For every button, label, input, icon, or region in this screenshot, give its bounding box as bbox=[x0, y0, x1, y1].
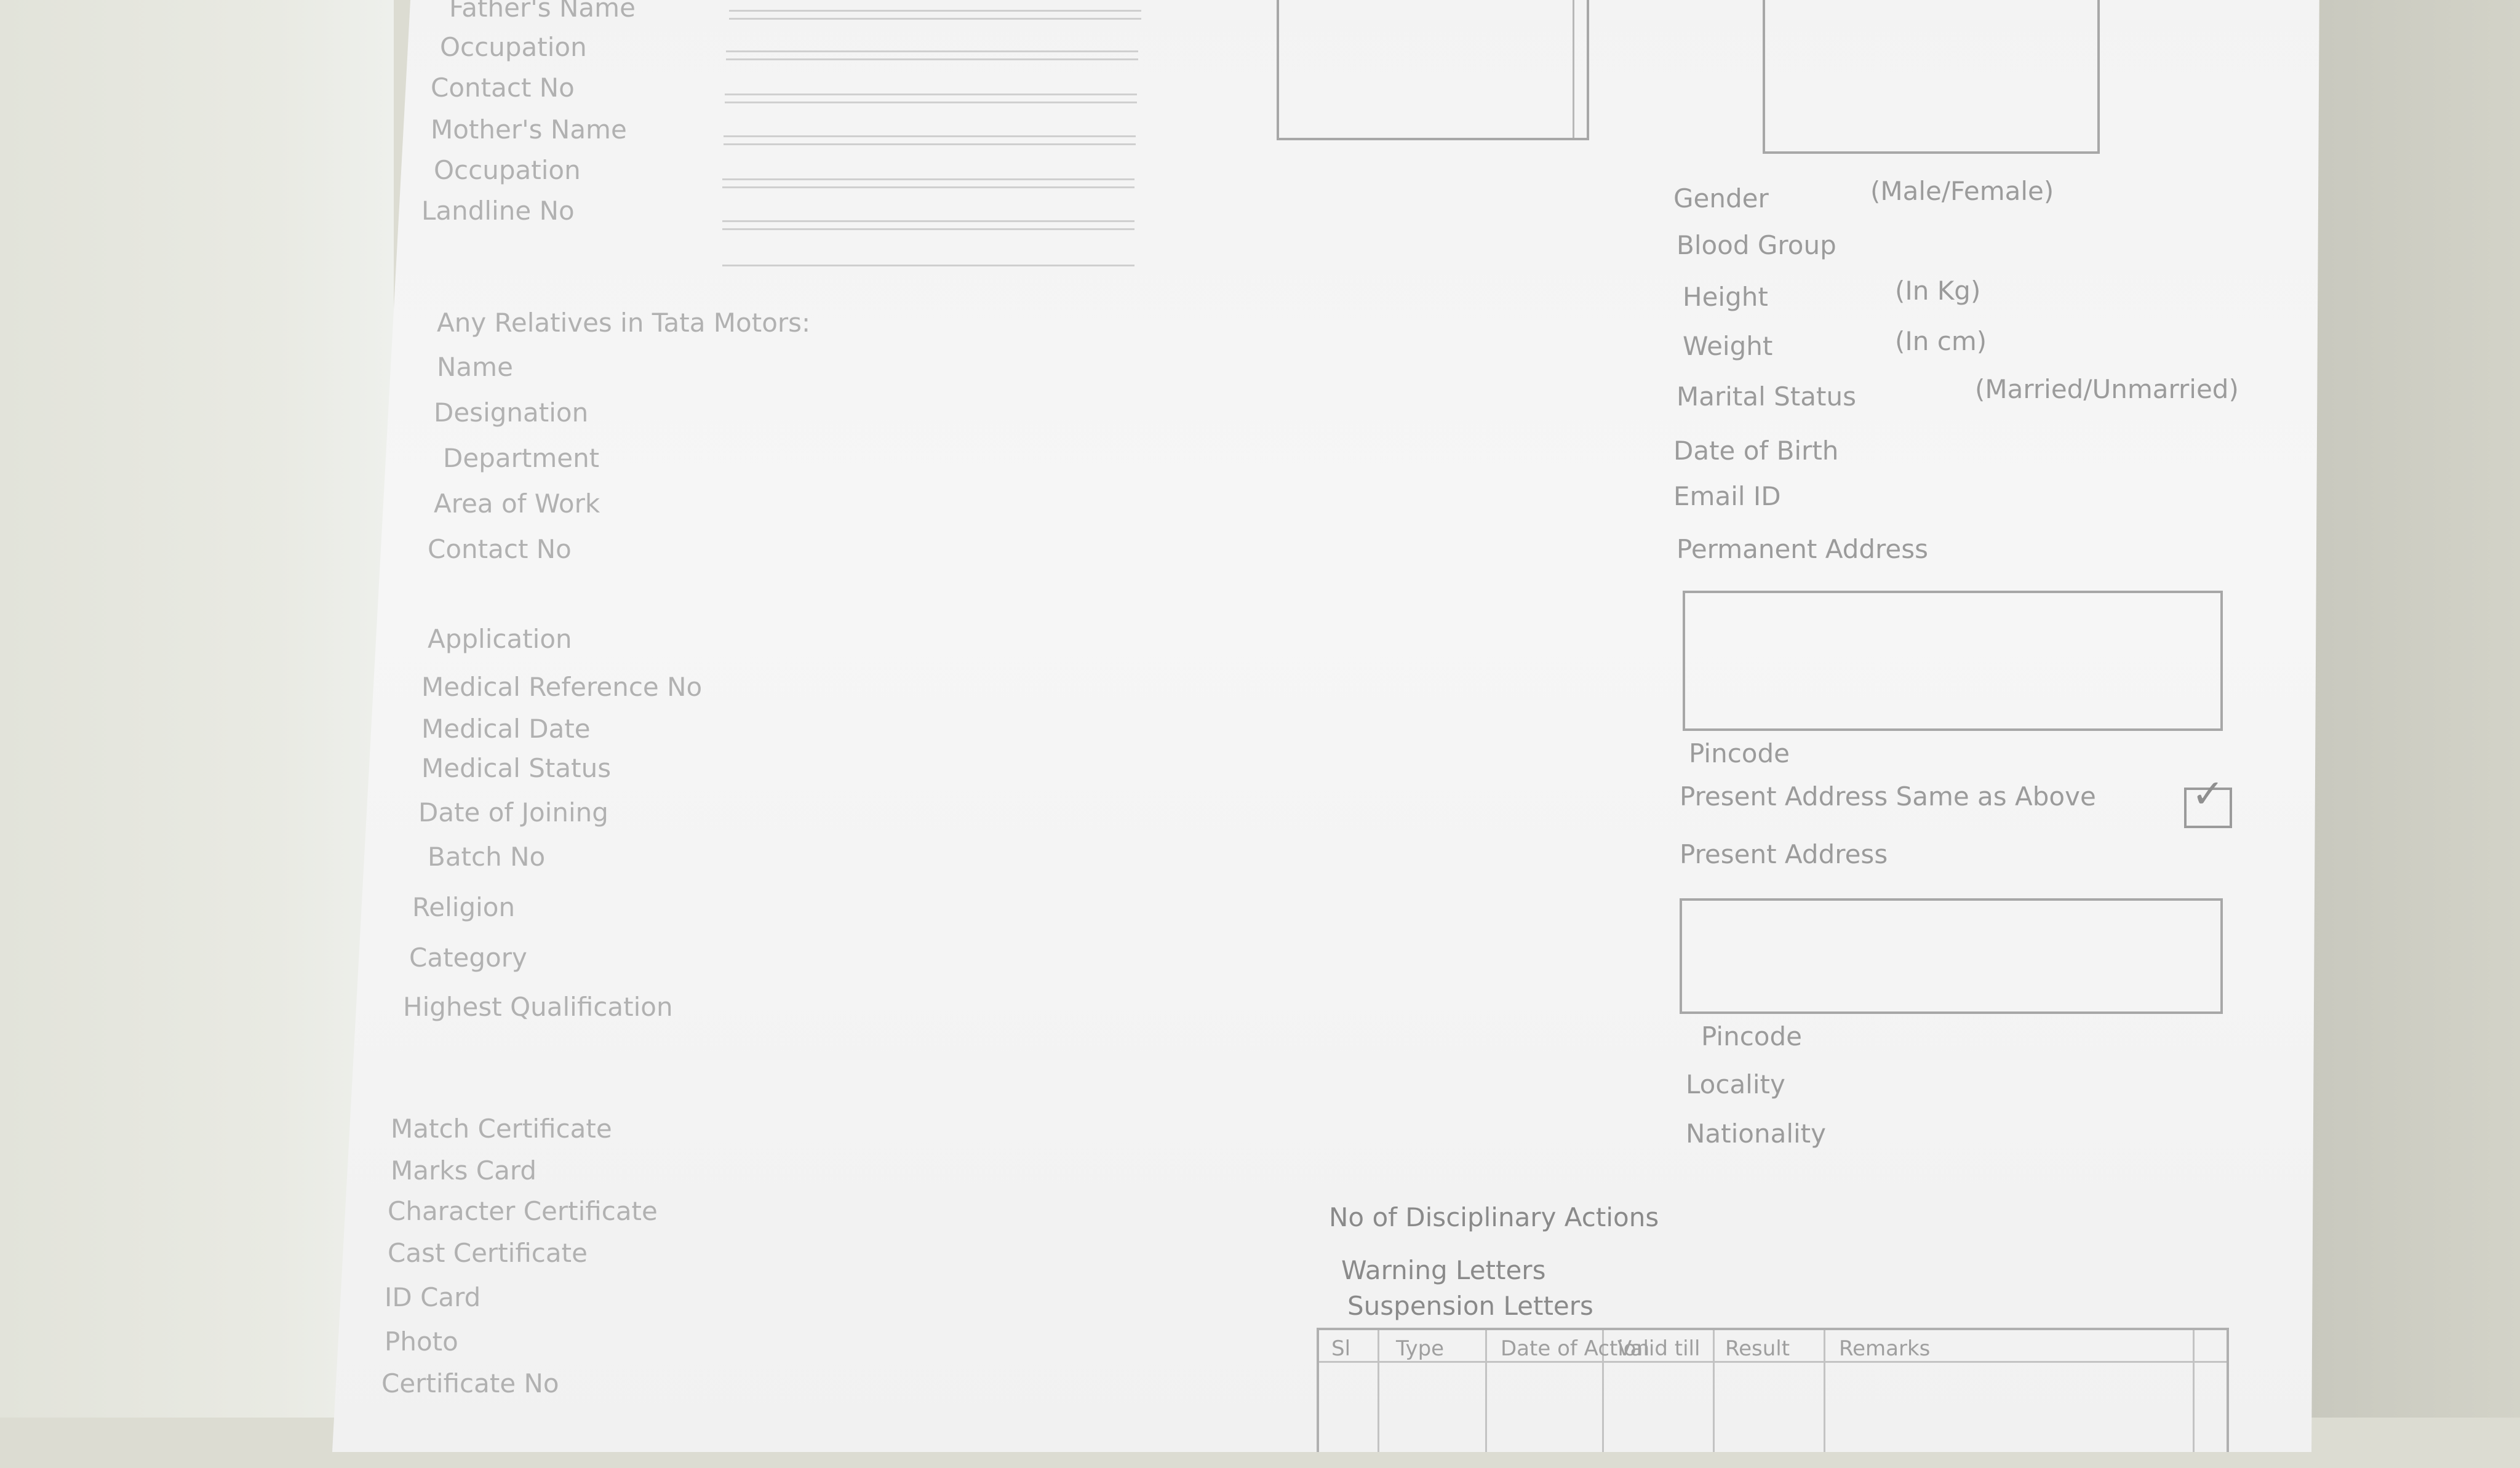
label-application: Application bbox=[428, 624, 572, 654]
permanent-address-box[interactable] bbox=[1683, 591, 2223, 731]
doc-marks-card: Marks Card bbox=[391, 1155, 537, 1186]
table-col-divider bbox=[1602, 1330, 1604, 1452]
label-weight: Weight bbox=[1683, 331, 1773, 361]
label-religion: Religion bbox=[412, 892, 516, 922]
relatives-designation: Designation bbox=[434, 397, 589, 428]
ruled-line bbox=[729, 10, 1141, 20]
label-marital-status: Marital Status bbox=[1677, 381, 1856, 412]
hint-weight: (In cm) bbox=[1895, 326, 1987, 356]
doc-match-certificate: Match Certificate bbox=[391, 1114, 612, 1144]
warning-letters: Warning Letters bbox=[1341, 1255, 1546, 1285]
label-same-as-above: Present Address Same as Above bbox=[1680, 781, 2096, 812]
relatives-department: Department bbox=[443, 443, 600, 473]
label-pincode-1: Pincode bbox=[1689, 738, 1790, 768]
ruled-line bbox=[724, 135, 1136, 145]
table-header-valid-till: Valid till bbox=[1617, 1336, 1701, 1361]
label-highest-qualification: Highest Qualification bbox=[403, 992, 673, 1022]
hint-height: (In Kg) bbox=[1895, 276, 1981, 306]
table-col-divider bbox=[1485, 1330, 1487, 1452]
check-mark-icon: ✓ bbox=[2191, 772, 2225, 817]
relatives-heading: Any Relatives in Tata Motors: bbox=[437, 308, 811, 338]
label-batch-no: Batch No bbox=[428, 842, 546, 872]
doc-id-card: ID Card bbox=[385, 1282, 481, 1312]
label-father-name: Father's Name bbox=[449, 0, 636, 23]
label-date-of-joining: Date of Joining bbox=[418, 797, 608, 828]
label-occupation-1: Occupation bbox=[440, 32, 587, 62]
ruled-line bbox=[722, 265, 1134, 273]
relatives-contact-no: Contact No bbox=[428, 534, 572, 564]
hint-gender: (Male/Female) bbox=[1870, 176, 2054, 206]
label-mother-name: Mother's Name bbox=[431, 114, 627, 145]
table-header-type: Type bbox=[1396, 1336, 1445, 1361]
label-locality: Locality bbox=[1686, 1069, 1785, 1099]
label-medical-status: Medical Status bbox=[421, 753, 612, 783]
label-blood-group: Blood Group bbox=[1677, 230, 1836, 260]
table-header-sl: Sl bbox=[1331, 1336, 1351, 1361]
label-contact-no: Contact No bbox=[431, 73, 575, 103]
table-col-divider bbox=[1824, 1330, 1825, 1452]
ruled-line bbox=[722, 220, 1134, 230]
label-category: Category bbox=[409, 943, 527, 973]
label-permanent-address: Permanent Address bbox=[1677, 534, 1929, 564]
doc-character-certificate: Character Certificate bbox=[388, 1196, 658, 1226]
list-box-scrollbar bbox=[1573, 0, 1574, 138]
right-background bbox=[2286, 0, 2520, 1418]
list-box bbox=[1277, 0, 1589, 140]
doc-certificate-no: Certificate No bbox=[381, 1368, 559, 1398]
same-as-above-checkbox[interactable]: ✓ bbox=[2184, 772, 2232, 828]
suspension-letters: Suspension Letters bbox=[1347, 1291, 1593, 1321]
label-present-address: Present Address bbox=[1680, 839, 1888, 869]
table-header-remarks: Remarks bbox=[1839, 1336, 1931, 1361]
present-address-box[interactable] bbox=[1680, 898, 2223, 1014]
hint-marital-status: (Married/Unmarried) bbox=[1975, 374, 2239, 404]
label-gender: Gender bbox=[1673, 183, 1769, 213]
photo-box bbox=[1763, 0, 2100, 154]
ruled-line bbox=[726, 50, 1138, 60]
table-header-result: Result bbox=[1725, 1336, 1790, 1361]
table-scrollbar-divider bbox=[2193, 1330, 2195, 1452]
paper-sheet: Father's Name Occupation Contact No Moth… bbox=[332, 0, 2319, 1452]
label-nationality: Nationality bbox=[1686, 1119, 1827, 1149]
relatives-area-of-work: Area of Work bbox=[434, 489, 600, 519]
table-col-divider bbox=[1713, 1330, 1715, 1452]
label-pincode-2: Pincode bbox=[1701, 1021, 1802, 1051]
doc-photo: Photo bbox=[385, 1326, 458, 1357]
disciplinary-table: Sl Type Date of Action Valid till Result… bbox=[1317, 1328, 2229, 1452]
label-landline-no: Landline No bbox=[421, 196, 575, 226]
label-medical-date: Medical Date bbox=[421, 714, 591, 744]
label-medical-ref: Medical Reference No bbox=[421, 672, 703, 702]
table-col-divider bbox=[1378, 1330, 1379, 1452]
table-header-date: Date of Action bbox=[1501, 1336, 1650, 1361]
label-email-id: Email ID bbox=[1673, 481, 1781, 511]
ruled-line bbox=[725, 94, 1137, 103]
disciplinary-heading: No of Disciplinary Actions bbox=[1329, 1202, 1659, 1232]
label-date-of-birth: Date of Birth bbox=[1673, 436, 1839, 466]
ruled-line bbox=[722, 178, 1134, 188]
label-occupation-2: Occupation bbox=[434, 155, 581, 185]
doc-cast-certificate: Cast Certificate bbox=[388, 1238, 588, 1268]
left-background bbox=[0, 0, 394, 1418]
relatives-name: Name bbox=[437, 352, 513, 382]
table-header-line bbox=[1319, 1361, 2227, 1363]
label-height: Height bbox=[1683, 282, 1768, 312]
